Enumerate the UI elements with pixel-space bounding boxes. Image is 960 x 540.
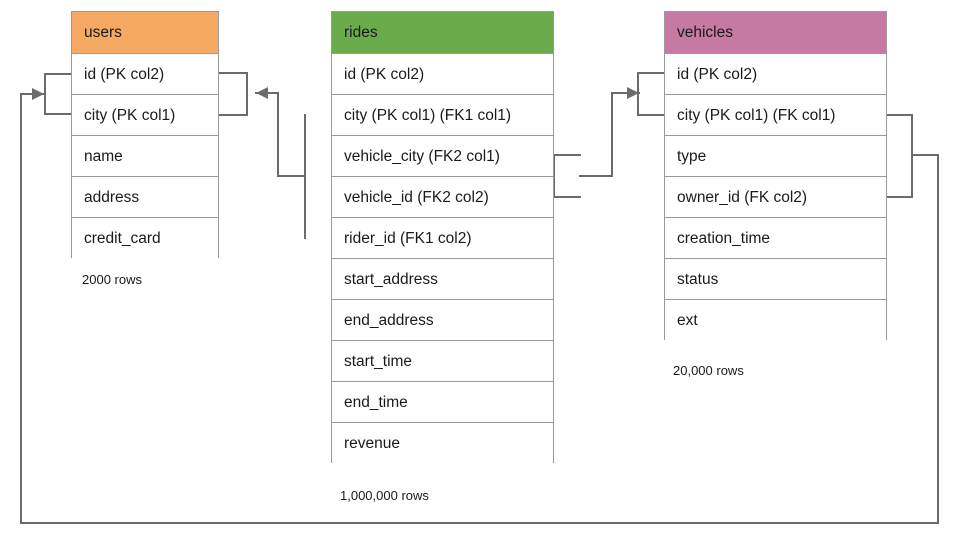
column-row[interactable]: city (PK col1) (FK1 col1) — [332, 95, 553, 136]
column-row[interactable]: start_time — [332, 341, 553, 382]
column-row[interactable]: id (PK col2) — [665, 54, 886, 95]
column-row[interactable]: owner_id (FK col2) — [665, 177, 886, 218]
table-header-users: users — [72, 12, 218, 54]
arrowhead-rides-fk1-to-users — [256, 87, 268, 99]
row-count-caption-rides: 1,000,000 rows — [340, 488, 429, 503]
column-row[interactable]: type — [665, 136, 886, 177]
column-row[interactable]: ext — [665, 300, 886, 341]
column-row[interactable]: rider_id (FK1 col2) — [332, 218, 553, 259]
connector-rides-fk2-to-vehicles — [553, 72, 666, 198]
column-row[interactable]: status — [665, 259, 886, 300]
column-row[interactable]: id (PK col2) — [72, 54, 218, 95]
column-row[interactable]: vehicle_city (FK2 col1) — [332, 136, 553, 177]
column-row[interactable]: credit_card — [72, 218, 218, 259]
table-header-rides: rides — [332, 12, 553, 54]
arrowhead-rides-fk2-to-vehicles — [627, 87, 639, 99]
column-row[interactable]: city (PK col1) (FK col1) — [665, 95, 886, 136]
column-row[interactable]: end_address — [332, 300, 553, 341]
arrowhead-vehicles-fk-to-users — [32, 88, 44, 100]
column-row[interactable]: vehicle_id (FK2 col2) — [332, 177, 553, 218]
column-row[interactable]: creation_time — [665, 218, 886, 259]
column-row[interactable]: end_time — [332, 382, 553, 423]
row-count-caption-users: 2000 rows — [82, 272, 142, 287]
column-row[interactable]: id (PK col2) — [332, 54, 553, 95]
column-row[interactable]: address — [72, 177, 218, 218]
row-count-caption-vehicles: 20,000 rows — [673, 363, 744, 378]
column-row[interactable]: city (PK col1) — [72, 95, 218, 136]
column-row[interactable]: name — [72, 136, 218, 177]
table-header-vehicles: vehicles — [665, 12, 886, 54]
connector-rides-fk1-to-users — [219, 72, 306, 239]
column-row[interactable]: start_address — [332, 259, 553, 300]
column-row[interactable]: revenue — [332, 423, 553, 464]
